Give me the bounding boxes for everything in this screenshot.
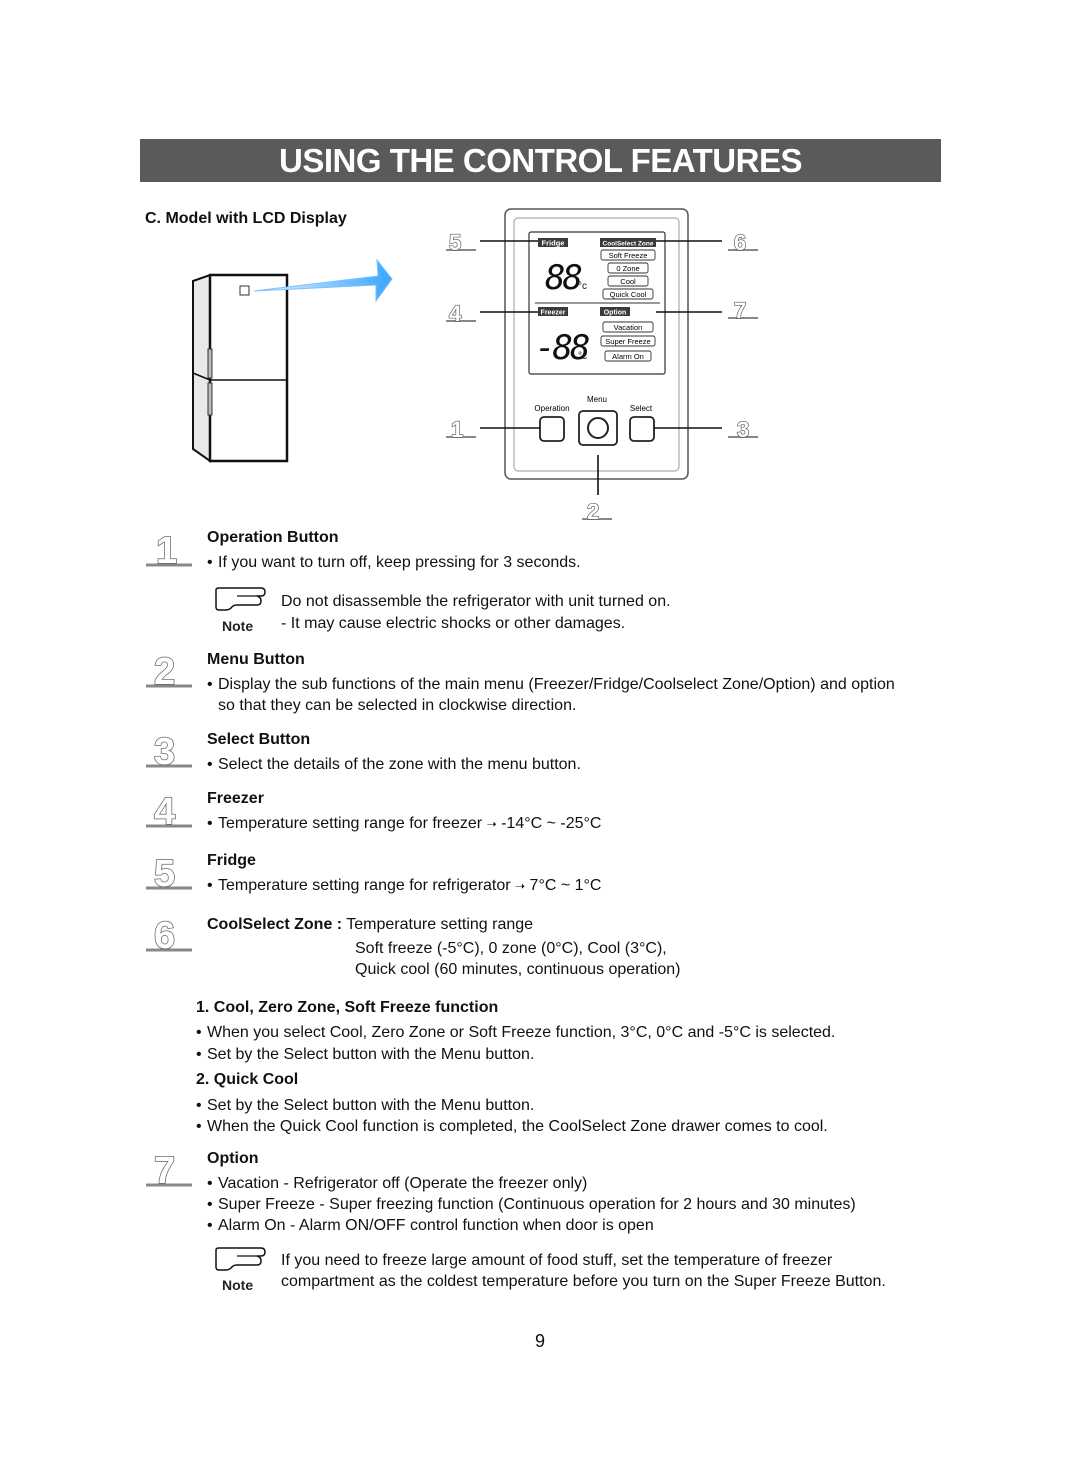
section-number-badge: 6 xyxy=(144,912,196,956)
callout-5: 5 xyxy=(449,230,461,255)
zone-item-list: Soft Freeze 0 Zone Cool Quick Cool xyxy=(600,249,656,300)
list-item: •Alarm On - Alarm ON/OFF control functio… xyxy=(207,1217,654,1234)
select-button[interactable] xyxy=(629,416,655,442)
option-item-alarm-on: Alarm On xyxy=(612,352,644,361)
menu-button-heading: Menu Button xyxy=(207,651,305,668)
freezer-temp-readout: -88 xyxy=(535,328,589,368)
freezer-heading: Freezer xyxy=(207,790,264,807)
section-5-number: 5 xyxy=(154,853,175,894)
option-tag xyxy=(600,307,630,316)
operation-button-heading: Operation Button xyxy=(207,529,339,546)
callout-7: 7 xyxy=(734,298,746,323)
note-text: If you need to freeze large amount of fo… xyxy=(281,1252,833,1269)
sub-heading: 2. Quick Cool xyxy=(196,1071,299,1088)
callout-lines xyxy=(480,240,722,495)
callout-2: 2 xyxy=(587,499,599,524)
fridge-tag xyxy=(538,238,568,247)
coolselect-tag-label: CoolSelect Zone xyxy=(603,241,654,248)
zone-item-soft-freeze: Soft Freeze xyxy=(609,251,648,260)
freezer-temp-unit: °c xyxy=(578,351,587,362)
coolselect-heading: CoolSelect Zone : Temperature setting ra… xyxy=(207,916,534,933)
menu-dial-icon xyxy=(587,417,609,439)
note-text: Do not disassemble the refrigerator with… xyxy=(281,593,671,610)
section-number-badge: 1 xyxy=(144,527,196,571)
operation-button-label: Operation xyxy=(534,404,569,413)
fridge-temp-readout: 88 xyxy=(545,258,581,298)
callout-3: 3 xyxy=(737,417,749,442)
section-number-badge: 7 xyxy=(144,1147,196,1191)
select-button-heading: Select Button xyxy=(207,731,311,748)
page-title: USING THE CONTROL FEATURES xyxy=(140,139,941,182)
list-item: •When the Quick Cool function is complet… xyxy=(196,1118,828,1135)
select-button-label: Select xyxy=(630,404,653,413)
section-7-number: 7 xyxy=(154,1150,175,1191)
callout-1: 1 xyxy=(451,417,463,442)
zone-item-cool: Cool xyxy=(620,277,636,286)
note-text: compartment as the coldest temperature b… xyxy=(281,1273,886,1290)
coolselect-range-line: Quick cool (60 minutes, continuous opera… xyxy=(355,961,681,978)
section-number-badge: 5 xyxy=(144,850,196,894)
option-tag-label: Option xyxy=(604,310,627,317)
refrigerator-illustration xyxy=(192,273,289,463)
option-item-vacation: Vacation xyxy=(614,323,643,332)
list-item: •Set by the Select button with the Menu … xyxy=(196,1046,535,1063)
option-heading: Option xyxy=(207,1150,259,1167)
list-item: •Select the details of the zone with the… xyxy=(207,756,581,773)
zone-item-0-zone: 0 Zone xyxy=(616,264,639,273)
callout-numbers: 5 6 4 7 1 3 2 xyxy=(446,229,758,525)
freezer-tag xyxy=(538,307,568,316)
operation-button[interactable] xyxy=(539,416,565,442)
list-item: •Display the sub functions of the main m… xyxy=(207,676,895,693)
section-4-number: 4 xyxy=(154,791,175,832)
fridge-heading: Fridge xyxy=(207,852,256,869)
section-number-badge: 3 xyxy=(144,728,196,772)
list-item-continuation: so that they can be selected in clockwis… xyxy=(218,697,577,714)
arrow-icon: ➝ xyxy=(515,879,526,893)
menu-button-label: Menu xyxy=(587,395,607,404)
list-item: •When you select Cool, Zero Zone or Soft… xyxy=(196,1024,836,1041)
list-item: •Temperature setting range for freezer ➝… xyxy=(207,815,602,832)
section-number-badge: 4 xyxy=(144,788,196,832)
list-item: •If you want to turn off, keep pressing … xyxy=(207,554,581,571)
coolselect-range-line: Soft freeze (-5°C), 0 zone (0°C), Cool (… xyxy=(355,940,667,957)
control-panel-diagram: Fridge CoolSelect Zone Soft Freeze 0 Zon… xyxy=(192,208,758,525)
fridge-tag-label: Fridge xyxy=(542,239,565,248)
arrow-icon: ➝ xyxy=(486,817,497,831)
page-number: 9 xyxy=(534,1331,545,1351)
option-item-list: Vacation Super Freeze Alarm On xyxy=(600,321,656,362)
option-item-super-freeze: Super Freeze xyxy=(605,337,650,346)
note-hand-icon xyxy=(213,1246,269,1290)
section-number-badge: 2 xyxy=(144,648,196,692)
note-label: Note xyxy=(222,1277,254,1293)
callout-6: 6 xyxy=(734,230,746,255)
zoom-arrow-icon xyxy=(253,258,393,303)
section-1-number: 1 xyxy=(156,530,177,571)
zone-item-quick-cool: Quick Cool xyxy=(610,290,647,299)
callout-4: 4 xyxy=(449,301,462,326)
freezer-tag-label: Freezer xyxy=(541,310,566,317)
section-3-number: 3 xyxy=(154,731,175,772)
note-label: Note xyxy=(222,618,254,634)
list-item: •Set by the Select button with the Menu … xyxy=(196,1097,535,1114)
section-6-number: 6 xyxy=(154,915,175,956)
fridge-temp-unit: °c xyxy=(578,281,587,292)
list-item: •Super Freeze - Super freezing function … xyxy=(207,1196,856,1213)
sub-heading: 1. Cool, Zero Zone, Soft Freeze function xyxy=(196,999,499,1016)
section-heading: C. Model with LCD Display xyxy=(145,210,347,227)
note-hand-icon xyxy=(213,586,269,630)
list-item: •Temperature setting range for refrigera… xyxy=(207,877,602,894)
list-item: •Vacation - Refrigerator off (Operate th… xyxy=(207,1175,588,1192)
coolselect-tag xyxy=(600,238,656,247)
section-2-number: 2 xyxy=(154,651,175,692)
note-text: - It may cause electric shocks or other … xyxy=(281,615,626,632)
